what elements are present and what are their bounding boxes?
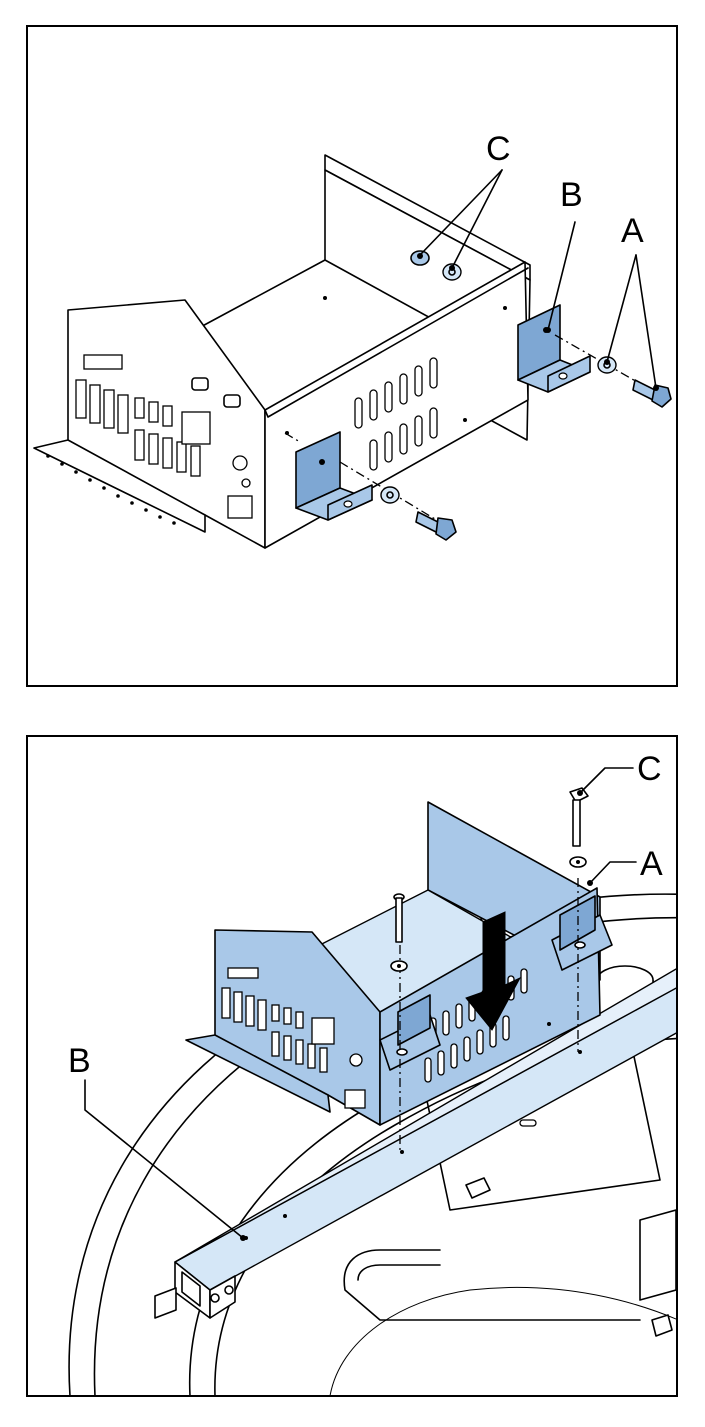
bolt-left <box>390 893 408 1056</box>
label-c: C <box>637 750 662 788</box>
callouts-panel-2: C A B <box>68 750 663 1241</box>
callouts-panel-1: C B A <box>417 130 659 391</box>
label-b: B <box>68 1042 91 1080</box>
label-a: A <box>621 212 644 250</box>
panel-2: C A B <box>26 735 678 1397</box>
connector-cutouts <box>75 354 253 519</box>
label-b: B <box>560 176 583 214</box>
bolt-a <box>632 379 672 408</box>
vent-slots <box>354 357 438 471</box>
insert-arrow-icon <box>465 911 522 1031</box>
label-c: C <box>486 130 511 168</box>
bracket-left <box>295 431 373 521</box>
label-a: A <box>640 845 663 883</box>
box-bottom-flange <box>33 439 206 533</box>
bolt-left <box>415 511 457 541</box>
connector-cutouts <box>221 967 366 1109</box>
washer-c2 <box>442 263 462 281</box>
panel-1: C B A <box>26 25 678 687</box>
cross-rail-b <box>154 968 676 1319</box>
flange-holes <box>46 454 176 525</box>
box-bottom-flange <box>185 1034 331 1113</box>
